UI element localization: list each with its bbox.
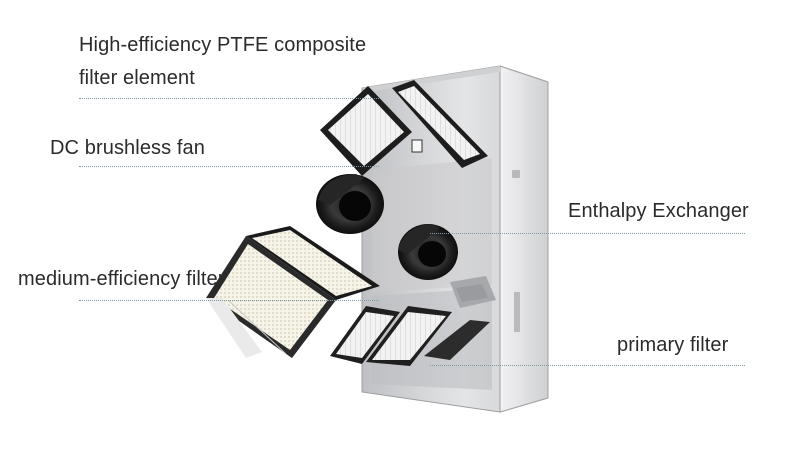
dc-fan-label: DC brushless fan xyxy=(50,137,205,159)
ptfe-label-line1: High-efficiency PTFE composite xyxy=(79,34,367,56)
medium-filter-label: medium-efficiency filter xyxy=(18,268,225,290)
primary-filter-leader-line xyxy=(430,365,745,366)
ptfe-label-line2: filter element xyxy=(79,67,195,89)
primary-filter-panels xyxy=(330,306,490,366)
ptfe-leader-line xyxy=(79,98,379,99)
medium-efficiency-filter xyxy=(206,226,380,358)
dc-fan-leader-line xyxy=(79,166,379,167)
enthalpy-label: Enthalpy Exchanger xyxy=(568,200,749,222)
enthalpy-exchanger xyxy=(450,276,496,308)
primary-filter-label: primary filter xyxy=(617,334,729,356)
enthalpy-leader-line xyxy=(430,233,745,234)
fan-upper xyxy=(316,174,384,234)
medium-filter-leader-line xyxy=(79,300,379,301)
ptfe-filter-element xyxy=(320,80,488,176)
fan-lower xyxy=(398,224,458,280)
